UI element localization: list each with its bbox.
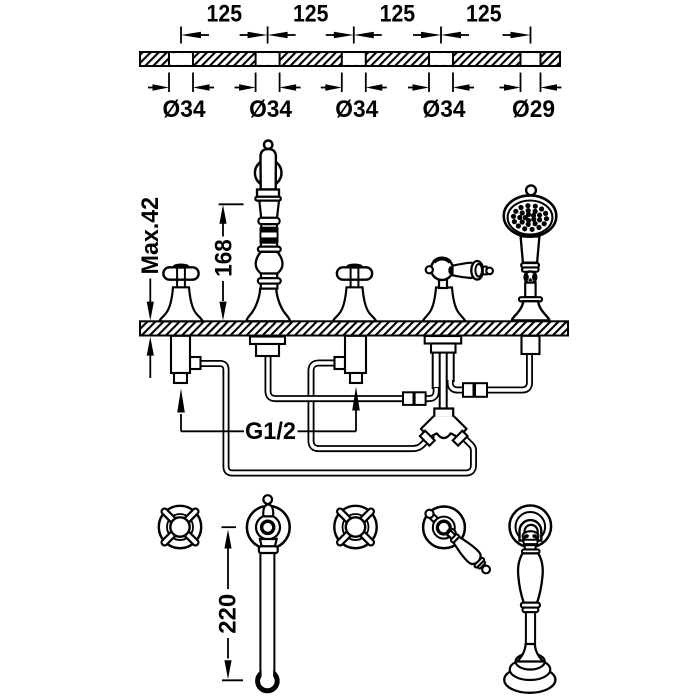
svg-text:Ø29: Ø29 [512, 96, 555, 123]
svg-text:Ø34: Ø34 [335, 96, 379, 123]
svg-text:125: 125 [466, 0, 502, 27]
svg-text:Ø34: Ø34 [249, 96, 293, 123]
svg-text:125: 125 [293, 0, 329, 27]
svg-text:Ø34: Ø34 [423, 96, 467, 123]
svg-text:125: 125 [380, 0, 416, 27]
svg-text:Ø34: Ø34 [163, 96, 207, 123]
svg-text:220: 220 [215, 594, 242, 634]
svg-text:168: 168 [211, 239, 238, 277]
svg-text:125: 125 [207, 0, 243, 27]
svg-text:Max.42: Max.42 [137, 197, 164, 275]
svg-text:G1/2: G1/2 [245, 418, 296, 445]
